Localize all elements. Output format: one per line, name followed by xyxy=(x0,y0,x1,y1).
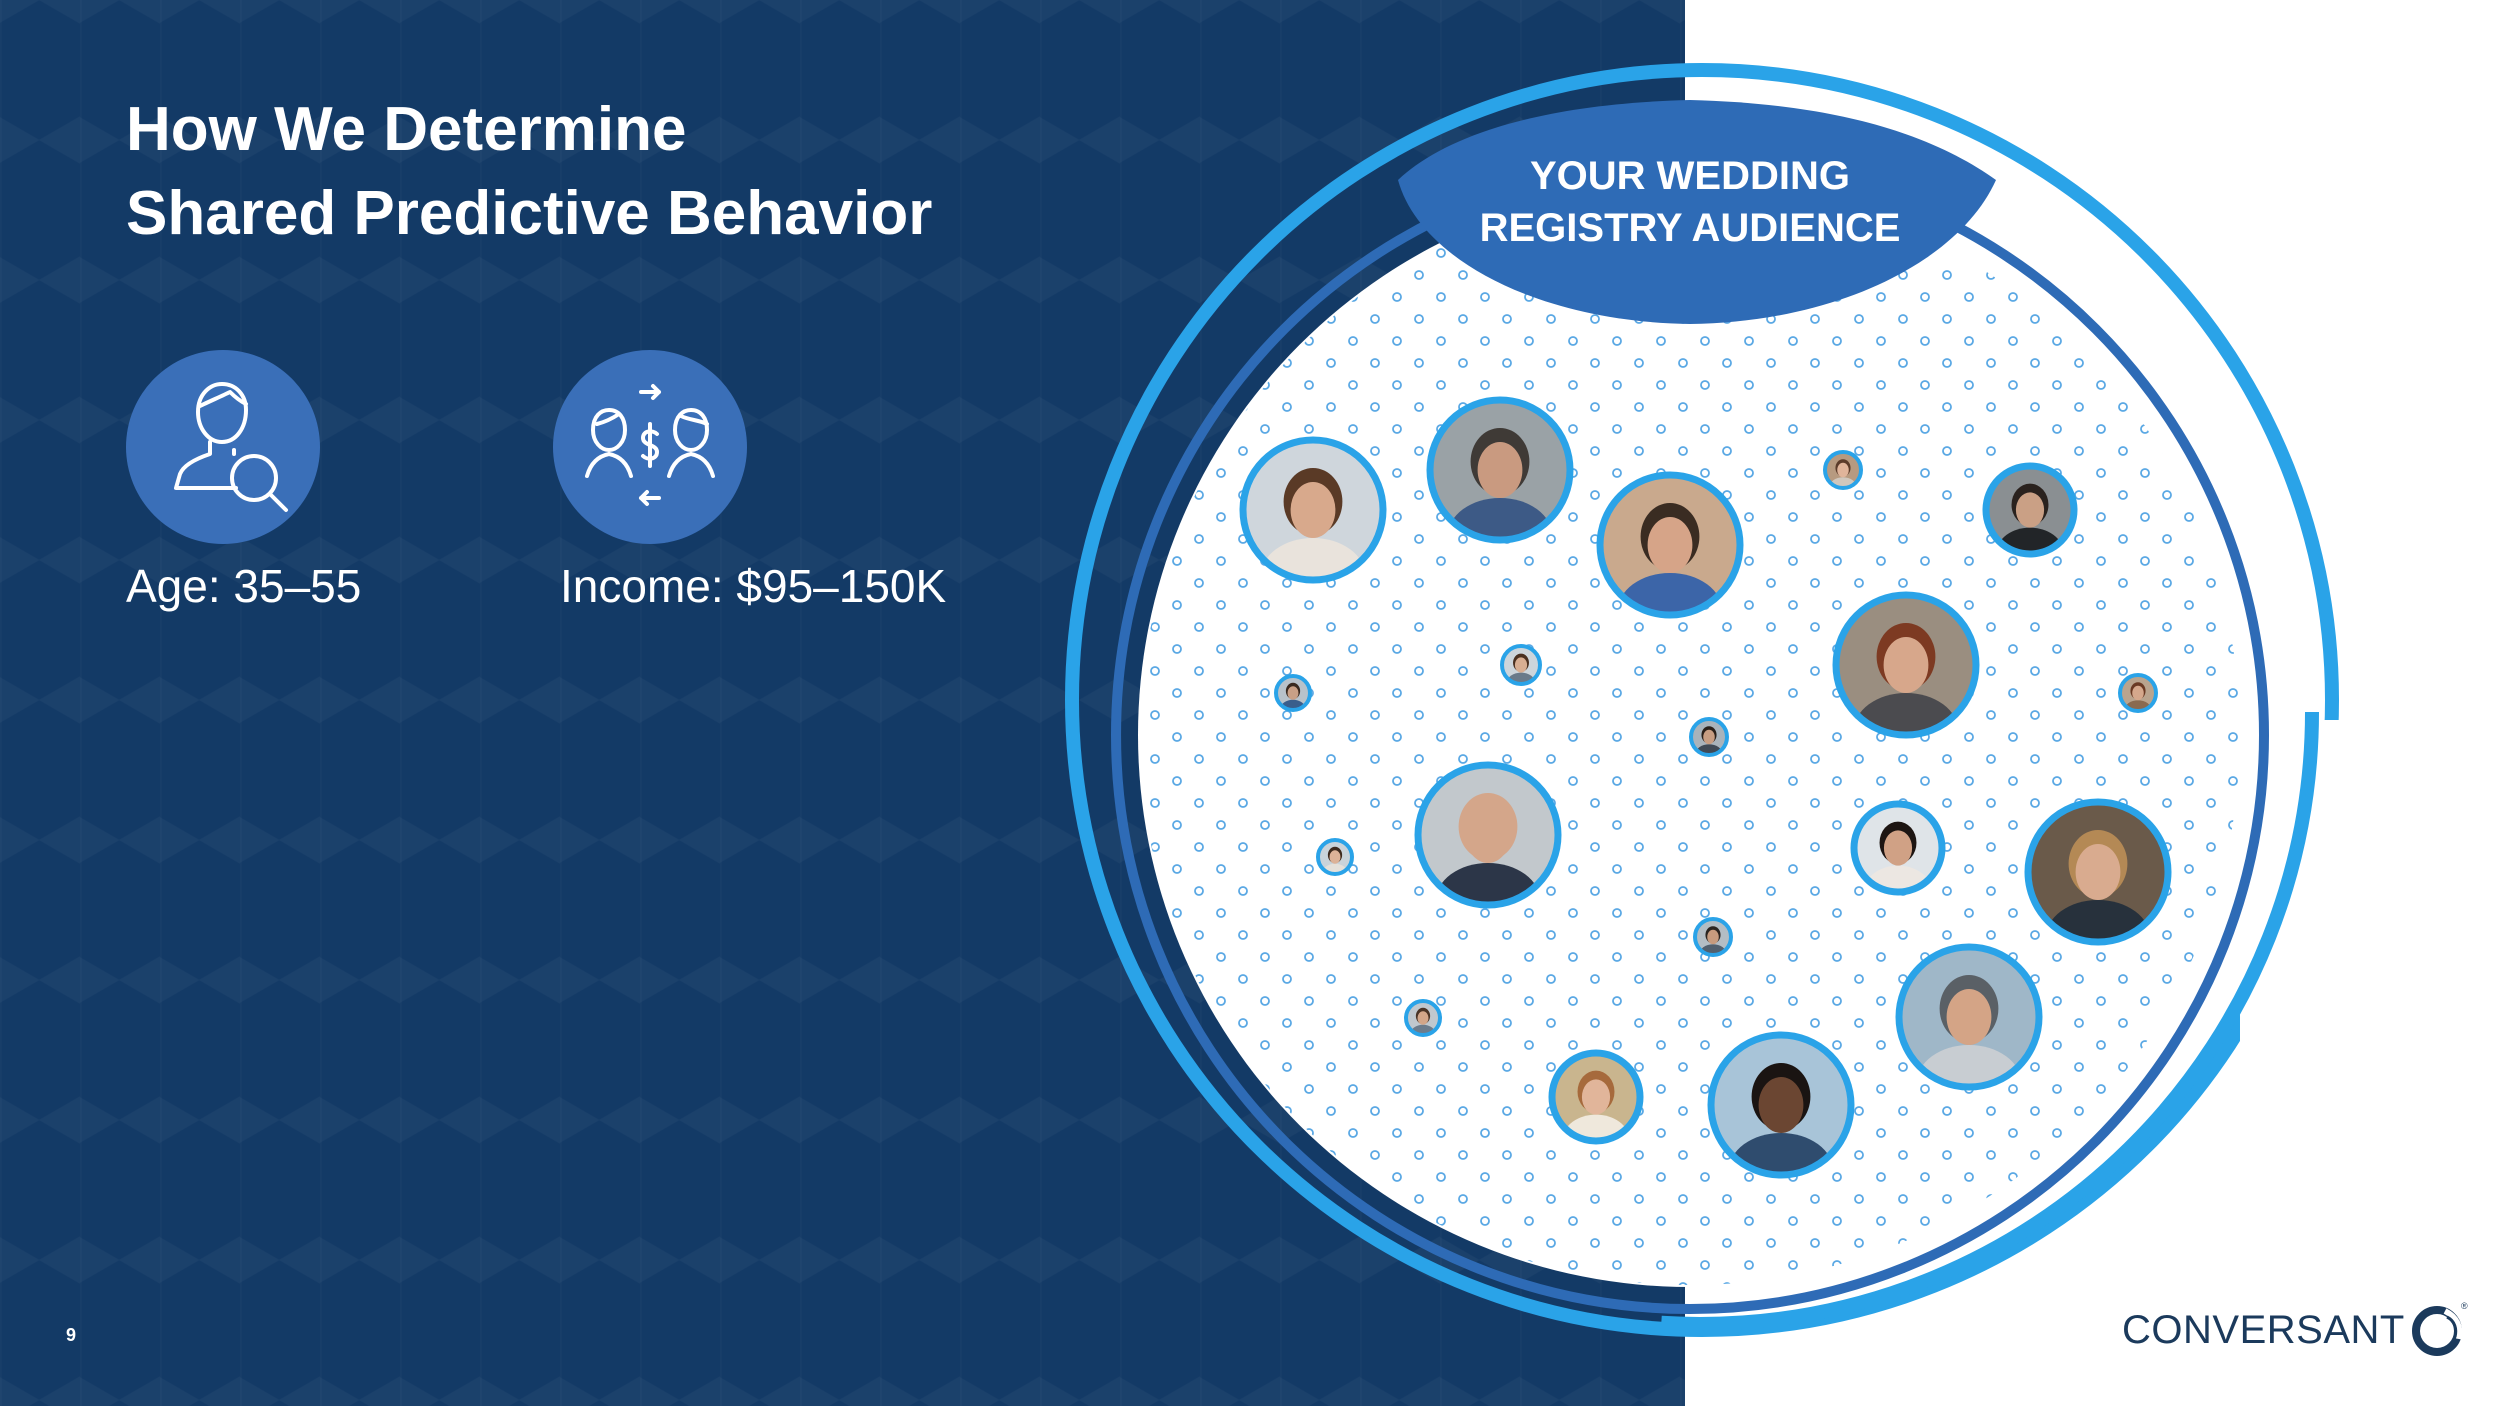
avatar-woman-blonde xyxy=(2024,798,2172,946)
avatar-man-cap-glasses xyxy=(1895,943,2043,1091)
avatar-man-glasses-suit xyxy=(1596,471,1744,619)
audience-label-line-1: YOUR WEDDING xyxy=(1530,154,1850,198)
avatar-woman-small xyxy=(1823,450,1863,490)
logo-wordmark: CONVERSANT xyxy=(2122,1308,2405,1352)
avatar-man-bald-suit xyxy=(1414,761,1562,909)
avatar-tiny-person-2 xyxy=(1500,644,1542,686)
person-search-icon xyxy=(174,382,288,512)
audience-label: YOUR WEDDING REGISTRY AUDIENCE xyxy=(1430,150,1950,254)
avatar-tiny-person-3 xyxy=(1689,717,1729,757)
avatar-tiny-person-5 xyxy=(1316,838,1354,876)
income-badge xyxy=(553,350,747,544)
income-label: Income: $95–150K xyxy=(560,560,947,612)
avatar-tiny-person-7 xyxy=(1404,999,1442,1037)
title-line-1: How We Determine xyxy=(126,95,687,164)
title-line-2: Shared Predictive Behavior xyxy=(126,179,933,248)
avatar-man-gray-hair xyxy=(1426,396,1574,544)
people-exchange-icon xyxy=(585,384,715,506)
page-title: How We Determine Shared Predictive Behav… xyxy=(126,88,932,256)
avatar-tiny-person-1 xyxy=(1274,674,1312,712)
avatar-man-beard xyxy=(1982,462,2078,558)
page-number: 9 xyxy=(66,1325,77,1345)
logo-registered-mark: ® xyxy=(2461,1301,2468,1311)
avatar-group xyxy=(1239,396,2172,1179)
avatar-woman-curly-hair xyxy=(1239,436,1387,584)
avatar-tiny-person-6 xyxy=(1693,917,1733,957)
avatar-woman-red-hair xyxy=(1832,591,1980,739)
age-badge xyxy=(126,350,320,544)
audience-label-line-2: REGISTRY AUDIENCE xyxy=(1479,206,1901,250)
outer-ring-right xyxy=(1081,93,2319,1331)
conversant-logo: CONVERSANT ® xyxy=(2122,1300,2471,1360)
age-label: Age: 35–55 xyxy=(126,560,362,612)
logo-ring-icon: ® xyxy=(2411,1301,2468,1356)
avatar-man-smiling xyxy=(1707,1031,1855,1179)
label-banner xyxy=(1398,100,1996,324)
avatar-tiny-person-4 xyxy=(2118,673,2158,713)
avatar-woman-outdoor xyxy=(1548,1049,1644,1145)
avatar-woman-dark-hair xyxy=(1850,800,1946,896)
